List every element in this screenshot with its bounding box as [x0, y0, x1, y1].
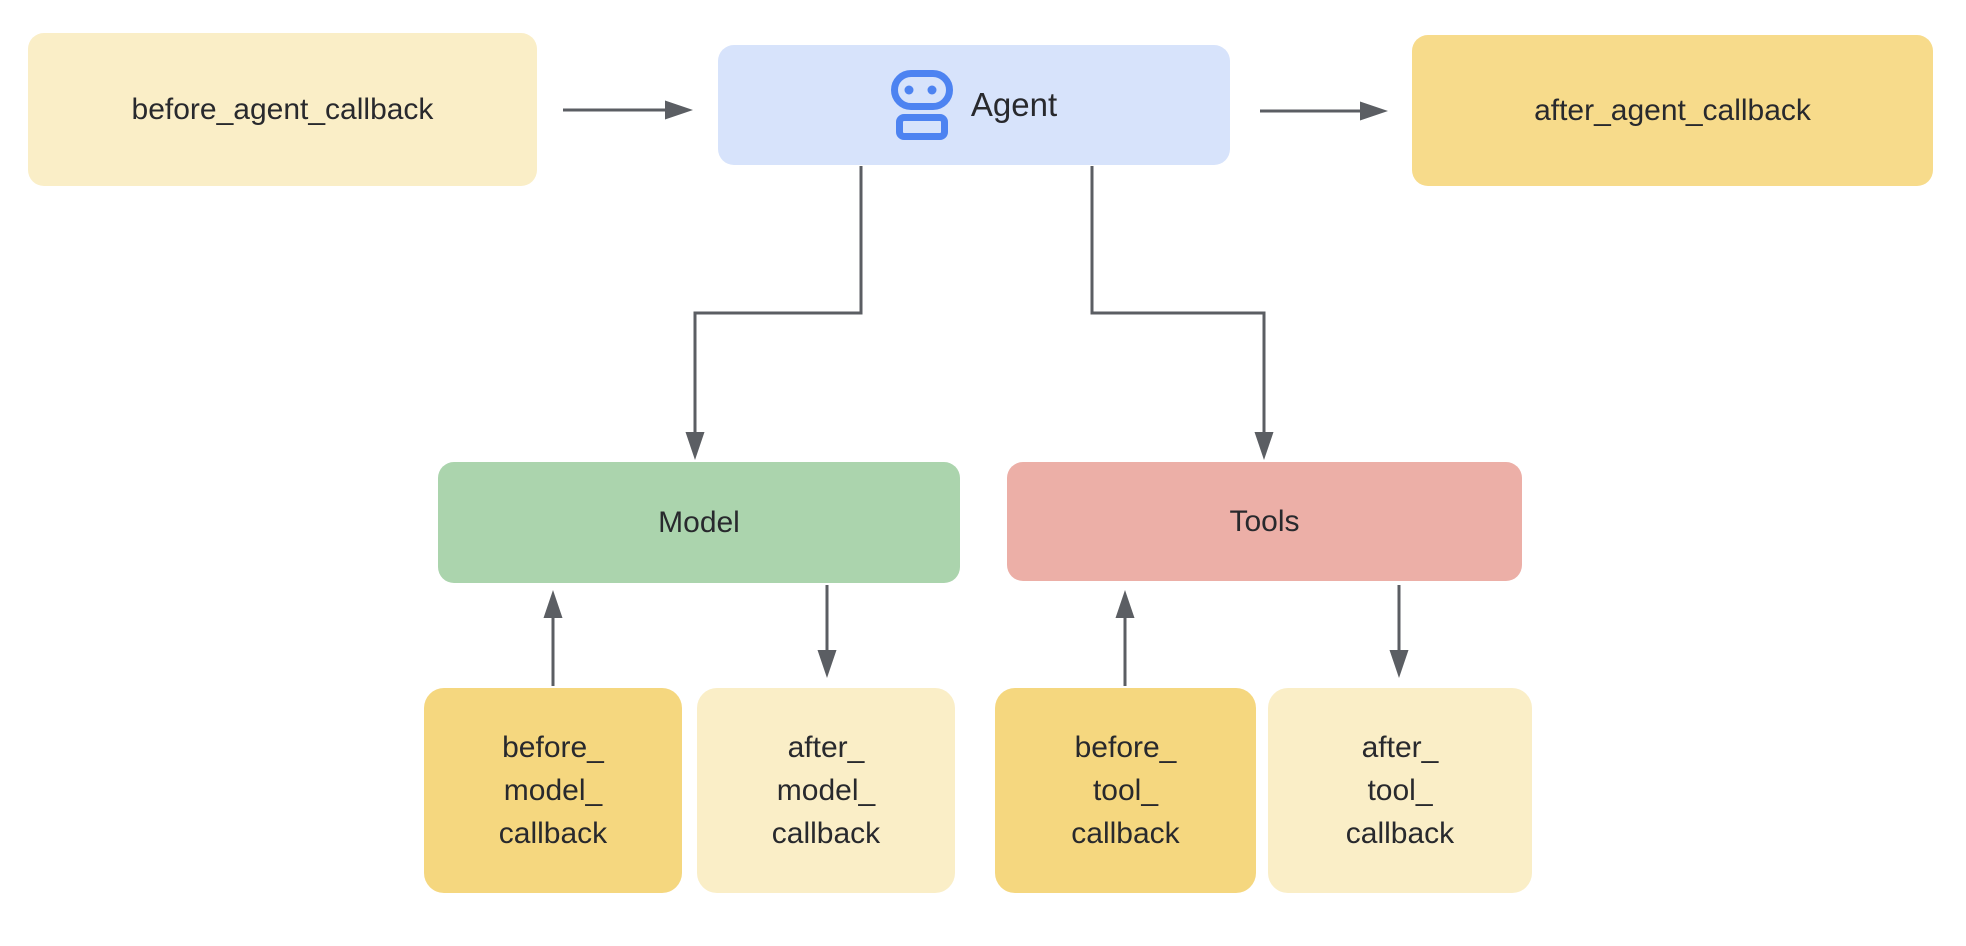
node-label: Tools: [1229, 504, 1300, 538]
edge-before-tool-to-tools: [1115, 590, 1135, 686]
node-before-agent-callback: before_agent_callback: [28, 33, 537, 186]
node-label: before_agent_callback: [131, 92, 434, 126]
node-label: before_ model_ callback: [498, 731, 608, 850]
node-before-tool-callback: before_ tool_ callback: [995, 688, 1256, 893]
node-label: after_ model_ callback: [771, 731, 881, 850]
node-after-tool-callback: after_ tool_ callback: [1268, 688, 1532, 893]
node-after-model-callback: after_ model_ callback: [697, 688, 955, 893]
node-after-agent-callback: after_agent_callback: [1412, 35, 1933, 186]
node-model: Model: [438, 462, 960, 583]
edge-before-model-to-model: [543, 590, 563, 686]
node-label: before_ tool_ callback: [1071, 731, 1180, 850]
edge-before-agent-to-agent: [563, 100, 693, 120]
edge-agent-to-after-agent: [1260, 101, 1388, 121]
node-agent: Agent: [718, 45, 1230, 165]
edge-tools-to-after-tool: [1389, 585, 1409, 678]
node-tools: Tools: [1007, 462, 1522, 581]
edge-agent-to-tools: [1090, 166, 1274, 460]
node-before-model-callback: before_ model_ callback: [424, 688, 682, 893]
node-label: Agent: [970, 86, 1058, 123]
node-label: Model: [658, 505, 740, 539]
edge-agent-to-model: [685, 166, 863, 460]
edge-model-to-after-model: [817, 585, 837, 678]
node-label: after_agent_callback: [1534, 93, 1811, 127]
robot-icon: [890, 70, 953, 140]
node-label: after_ tool_ callback: [1345, 731, 1455, 850]
